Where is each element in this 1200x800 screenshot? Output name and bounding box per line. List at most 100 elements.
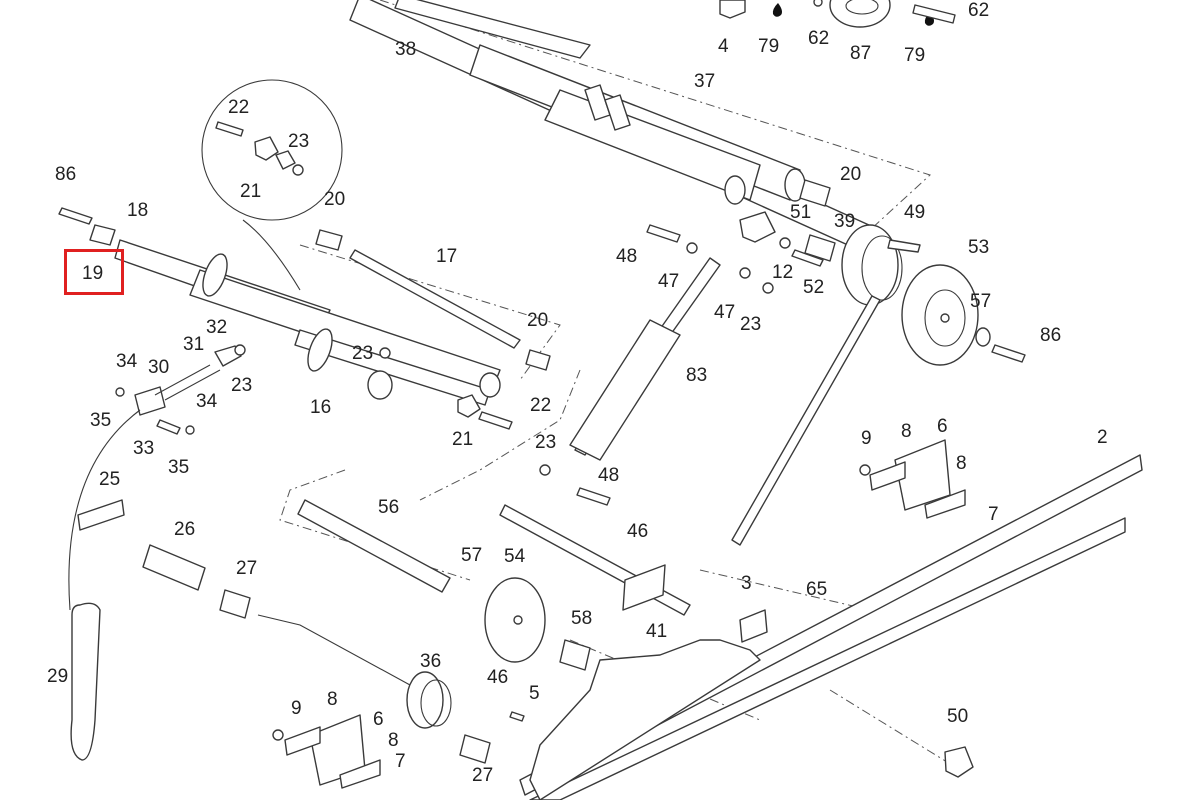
callout-58: 58 (571, 608, 592, 629)
part-26-tube (142, 544, 206, 591)
callout-23: 23 (352, 343, 373, 364)
callout-57: 57 (970, 291, 991, 312)
callout-8: 8 (956, 453, 967, 474)
side-plate (529, 639, 761, 800)
part-22-bolt (478, 411, 513, 430)
part-21-bracket (457, 394, 481, 418)
callout-46: 46 (487, 667, 508, 688)
part-57-ring (975, 327, 991, 347)
callout-29: 29 (47, 666, 68, 687)
callout-23: 23 (535, 432, 556, 453)
callout-53: 53 (968, 237, 989, 258)
callout-87: 87 (850, 43, 871, 64)
callout-12: 12 (772, 262, 793, 283)
callout-56: 56 (378, 497, 399, 518)
callout-41: 41 (646, 621, 667, 642)
part-4-bracket (719, 0, 746, 19)
callout-79: 79 (758, 36, 779, 57)
callout-54: 54 (504, 546, 526, 567)
part-5-pin (509, 711, 525, 722)
callout-48: 48 (598, 465, 619, 486)
stopper-assembly (115, 344, 246, 435)
part-6-bracket-upper (859, 439, 966, 519)
callout-8: 8 (327, 689, 338, 710)
part-6-bracket-lower (272, 714, 381, 789)
part-12-washer (779, 237, 791, 249)
callout-47: 47 (714, 302, 735, 323)
callout-27: 27 (236, 558, 257, 579)
callout-36: 36 (420, 651, 441, 672)
part-51-bracket (739, 211, 776, 243)
callout-32: 32 (206, 317, 227, 338)
callout-65: 65 (806, 579, 827, 600)
callout-35: 35 (168, 457, 189, 478)
callout-27: 27 (472, 765, 493, 786)
part-3-bracket (739, 609, 768, 643)
callout-38: 38 (395, 39, 416, 60)
callout-23: 23 (740, 314, 761, 335)
part-47-spacer (686, 242, 698, 254)
callout-20: 20 (324, 189, 345, 210)
part-20-bushing (315, 179, 831, 371)
callout-6: 6 (937, 416, 948, 437)
callout-20: 20 (840, 164, 861, 185)
callout-7: 7 (988, 504, 999, 525)
callout-9: 9 (291, 698, 302, 719)
part-19-bushing (89, 224, 116, 246)
part-86-bolt-left (58, 207, 93, 225)
callout-47: 47 (658, 271, 679, 292)
callout-49: 49 (904, 202, 925, 223)
part-29-link (70, 602, 101, 761)
callout-83: 83 (686, 365, 707, 386)
callout-20: 20 (527, 310, 548, 331)
part-25-plate (77, 499, 125, 531)
part-41-axle (499, 504, 691, 616)
callout-50: 50 (947, 706, 968, 727)
callout-3: 3 (741, 573, 752, 594)
part-27-bushing (219, 589, 251, 619)
part-23-nut (762, 282, 774, 294)
callout-34: 34 (196, 391, 218, 412)
part-56-shaft (297, 499, 451, 593)
callout-25: 25 (99, 469, 120, 490)
callout-4: 4 (718, 36, 729, 57)
part-17-axle (349, 249, 521, 349)
callout-17: 17 (436, 246, 457, 267)
part-47-spacer (739, 267, 751, 279)
grease-drop-icon (772, 3, 782, 17)
callout-26: 26 (174, 519, 195, 540)
callout-35: 35 (90, 410, 111, 431)
detail-inset-circle (201, 79, 343, 291)
callout-16: 16 (310, 397, 331, 418)
callout-57: 57 (461, 545, 482, 566)
callout-39: 39 (834, 211, 855, 232)
part-48-bolt (646, 224, 681, 243)
callout-86: 86 (1040, 325, 1061, 346)
part-23-nut (379, 347, 391, 359)
callout-23: 23 (288, 131, 309, 152)
callout-33: 33 (133, 438, 154, 459)
part-86-bolt-right (991, 344, 1026, 363)
callout-18: 18 (127, 200, 148, 221)
callout-62: 62 (968, 0, 989, 21)
callout-8: 8 (388, 730, 399, 751)
part-16-rear-arm (189, 253, 501, 406)
callout-22: 22 (530, 395, 551, 416)
callout-79: 79 (904, 45, 925, 66)
callout-30: 30 (148, 357, 169, 378)
highlight-box-callout-19[interactable] (64, 249, 124, 295)
callout-62: 62 (808, 28, 829, 49)
part-37-rear-arm-frame (469, 44, 806, 205)
part-52-bolt (791, 249, 824, 267)
callout-52: 52 (803, 277, 824, 298)
assembly-arc (68, 409, 141, 611)
callout-22: 22 (228, 97, 249, 118)
part-62-bolt (813, 0, 956, 24)
callout-31: 31 (183, 334, 204, 355)
part-87-wheel (829, 0, 891, 28)
part-36-torsion-spring (257, 614, 452, 729)
callout-46: 46 (627, 521, 648, 542)
callout-8: 8 (901, 421, 912, 442)
